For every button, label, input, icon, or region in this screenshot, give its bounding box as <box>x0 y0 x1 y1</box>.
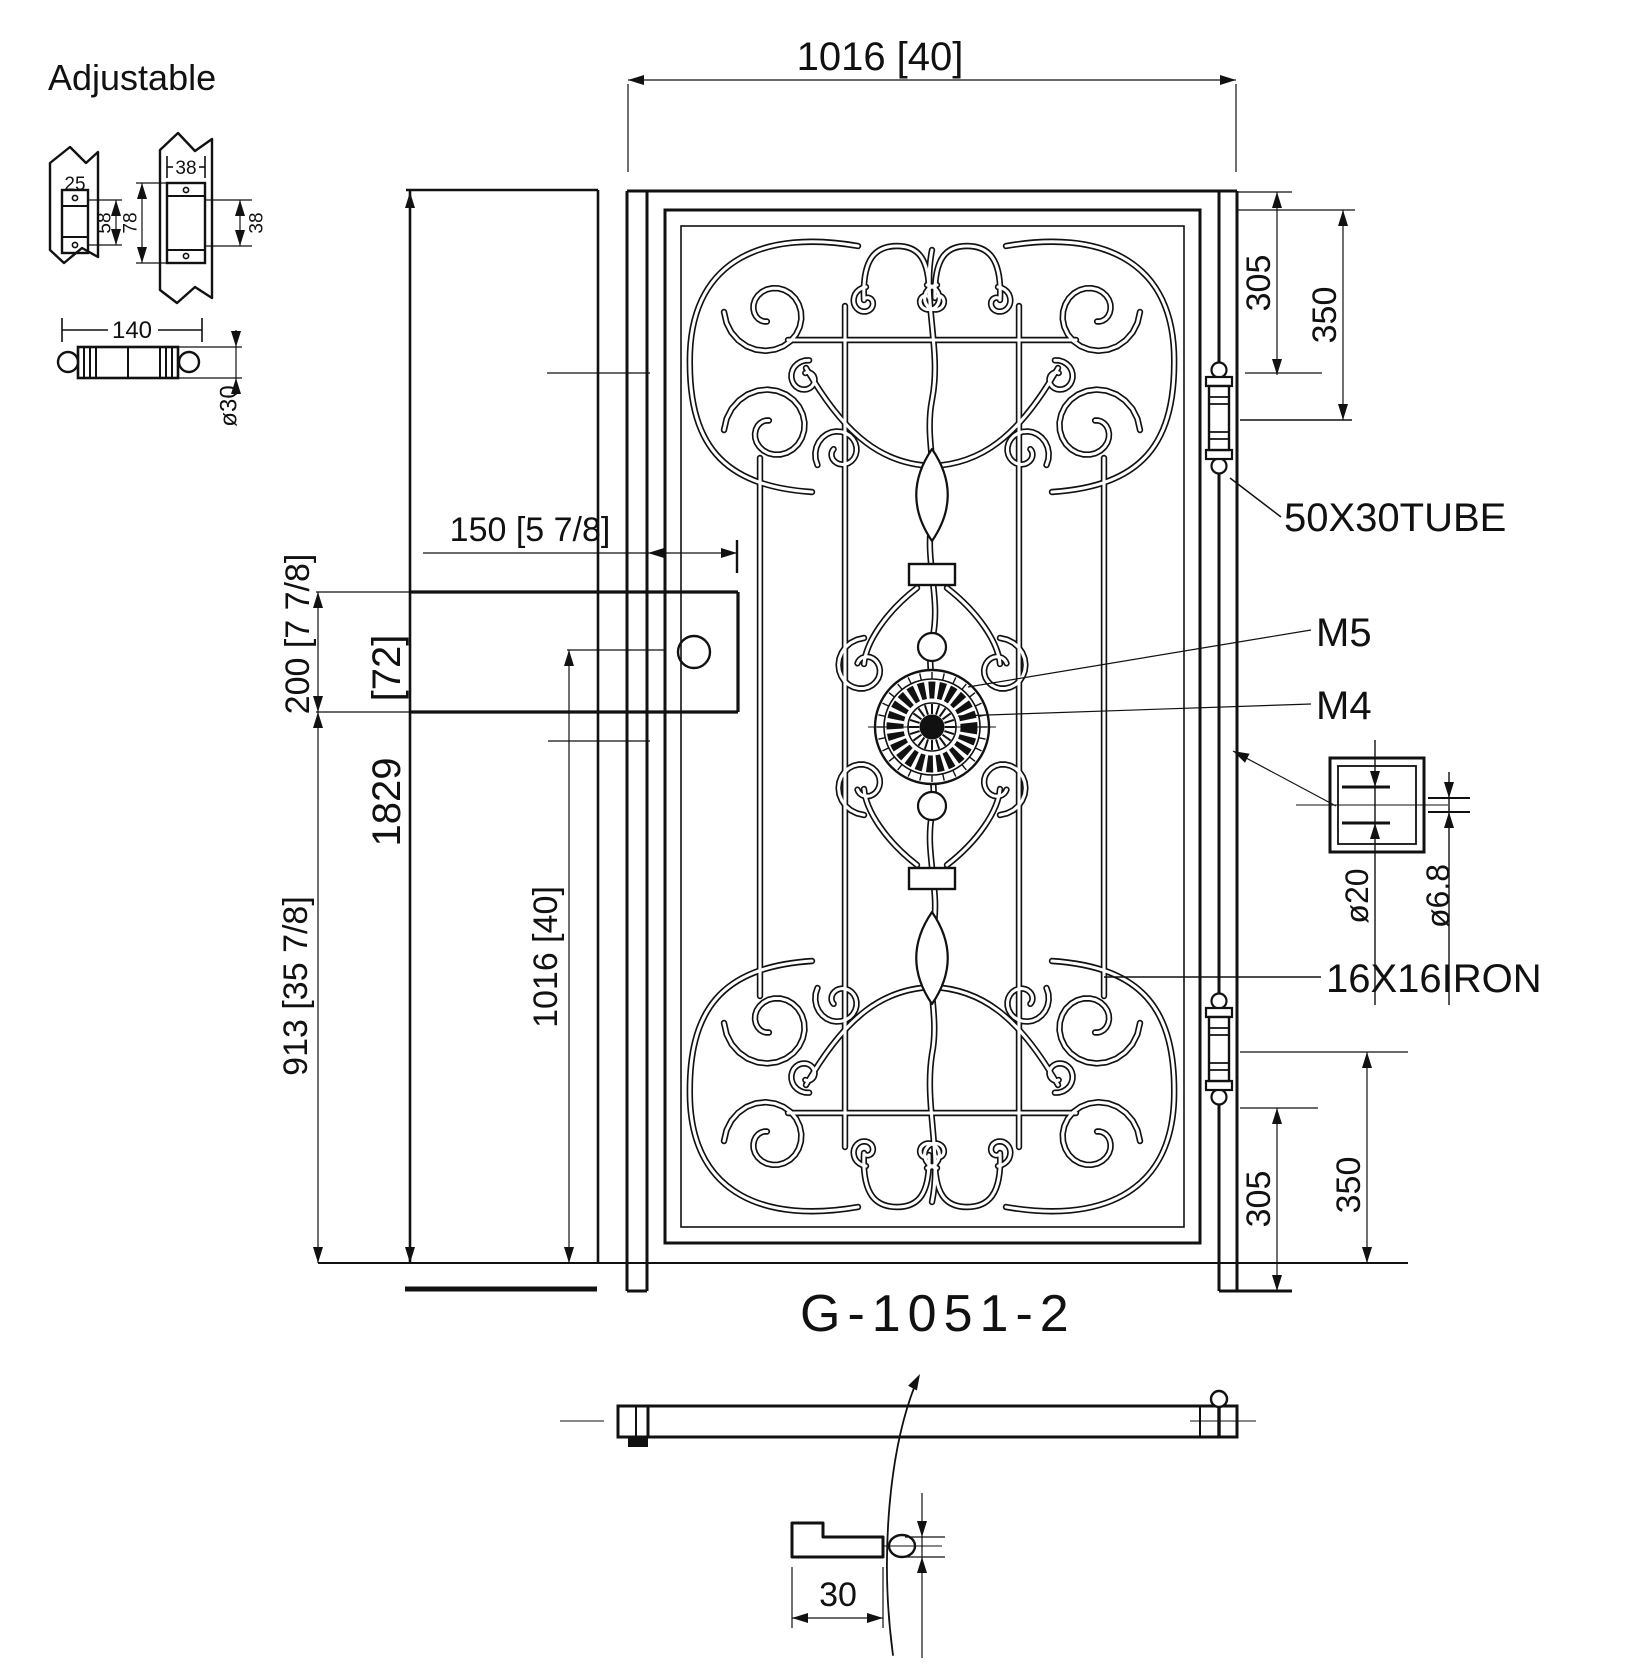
callout-frame-tube: 50X30TUBE <box>1284 496 1506 540</box>
dim-plate-b-height: 78 <box>121 212 142 233</box>
adjustable-hinge-details <box>48 131 252 395</box>
dim-lock-center-to-bottom: 1016 [40] <box>527 886 565 1028</box>
bolt-detail <box>1232 740 1470 1005</box>
dim-plate-b-width: 38 <box>175 158 196 179</box>
callout-sleeve-dia: ø20 <box>1339 868 1375 923</box>
dim-barrel-length: 140 <box>112 317 152 344</box>
dim-hinge-bottom: 305 <box>1240 1171 1278 1228</box>
callout-upper-screw: M5 <box>1316 611 1372 655</box>
wall-post <box>318 188 1408 1292</box>
drawing-title: G-1051-2 <box>800 1285 1076 1343</box>
plan-view <box>560 1374 1256 1656</box>
dimension-lines <box>313 75 1408 1293</box>
dim-plate-b-holes: 38 <box>247 212 268 233</box>
dim-plate-a-holes: 58 <box>95 212 116 233</box>
handle-detail <box>790 1493 945 1658</box>
dim-lock-offset: 150 [5 7/8] <box>450 511 611 549</box>
dim-gate-width: 1016 [40] <box>797 35 964 79</box>
dim-barrel-diameter: ø30 <box>215 385 242 426</box>
dim-hinge-bottom-pin: 350 <box>1330 1157 1368 1214</box>
callout-lower-screw: M4 <box>1316 684 1372 728</box>
dim-hinge-top: 305 <box>1240 255 1278 312</box>
adjustable-heading: Adjustable <box>48 57 216 98</box>
callout-hole-dia: ø6.8 <box>1420 864 1456 928</box>
labels: Adjustable 25 58 38 78 38 140 ø30 1016 [… <box>48 35 1542 1614</box>
dim-hinge-top-pin: 350 <box>1306 287 1344 344</box>
generated-geometry <box>48 75 1470 1658</box>
dim-lock-box-height: 200 [7 7/8] <box>279 554 317 715</box>
callout-leaders <box>957 477 1321 978</box>
hinge <box>1204 992 1234 1106</box>
dim-gate-height: 1829 <box>365 758 409 847</box>
hinge <box>1204 361 1234 475</box>
lock-box <box>411 372 740 742</box>
dim-lock-to-bottom: 913 [35 7/8] <box>277 896 315 1076</box>
dim-handle-width: 30 <box>819 1576 857 1614</box>
callout-grille-bar: 16X16IRON <box>1326 957 1542 1001</box>
dim-plate-a-width: 25 <box>64 174 85 195</box>
gate-ornament <box>686 238 1178 1215</box>
dim-gate-height-inches: [72] <box>365 635 409 702</box>
